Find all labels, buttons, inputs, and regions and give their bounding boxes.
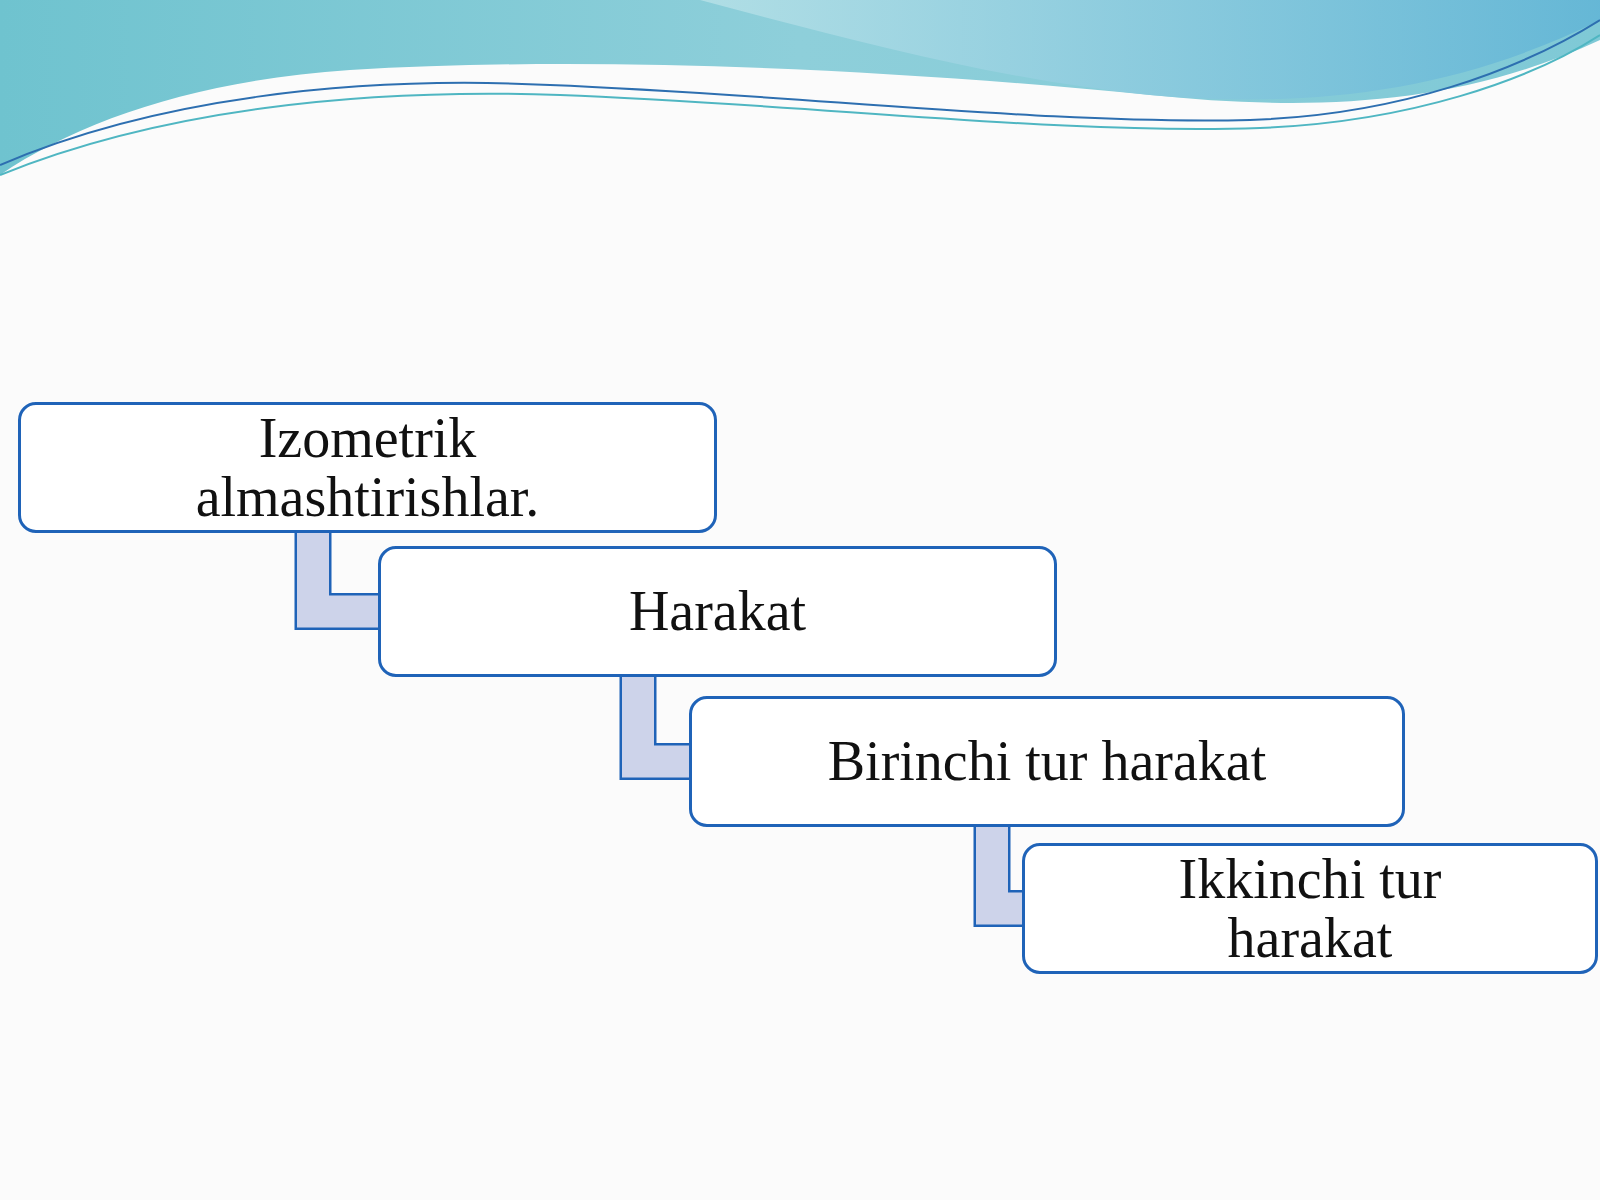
process-box: Harakat — [378, 546, 1057, 677]
wave-band — [0, 0, 1600, 175]
connector-fill — [638, 675, 691, 762]
elbow-connector — [992, 825, 1024, 909]
connector-outline — [313, 531, 380, 612]
wave-line — [0, 20, 1600, 165]
process-box: Ikkinchi tur harakat — [1022, 843, 1598, 974]
box-label: Ikkinchi tur harakat — [1115, 850, 1505, 966]
box-label: Izometrik almashtirishlar. — [171, 409, 564, 525]
connector-fill — [992, 825, 1024, 909]
elbow-connector — [313, 531, 380, 612]
connector-outline — [992, 825, 1024, 909]
process-box: Birinchi tur harakat — [689, 696, 1405, 827]
elbow-connector — [638, 675, 691, 762]
connector-outline — [638, 675, 691, 762]
connector-fill — [313, 531, 380, 612]
wave-line — [0, 35, 1600, 175]
box-label: Birinchi tur harakat — [828, 732, 1267, 790]
box-label: Harakat — [629, 582, 806, 640]
process-box: Izometrik almashtirishlar. — [18, 402, 717, 533]
wave-band — [700, 0, 1600, 99]
